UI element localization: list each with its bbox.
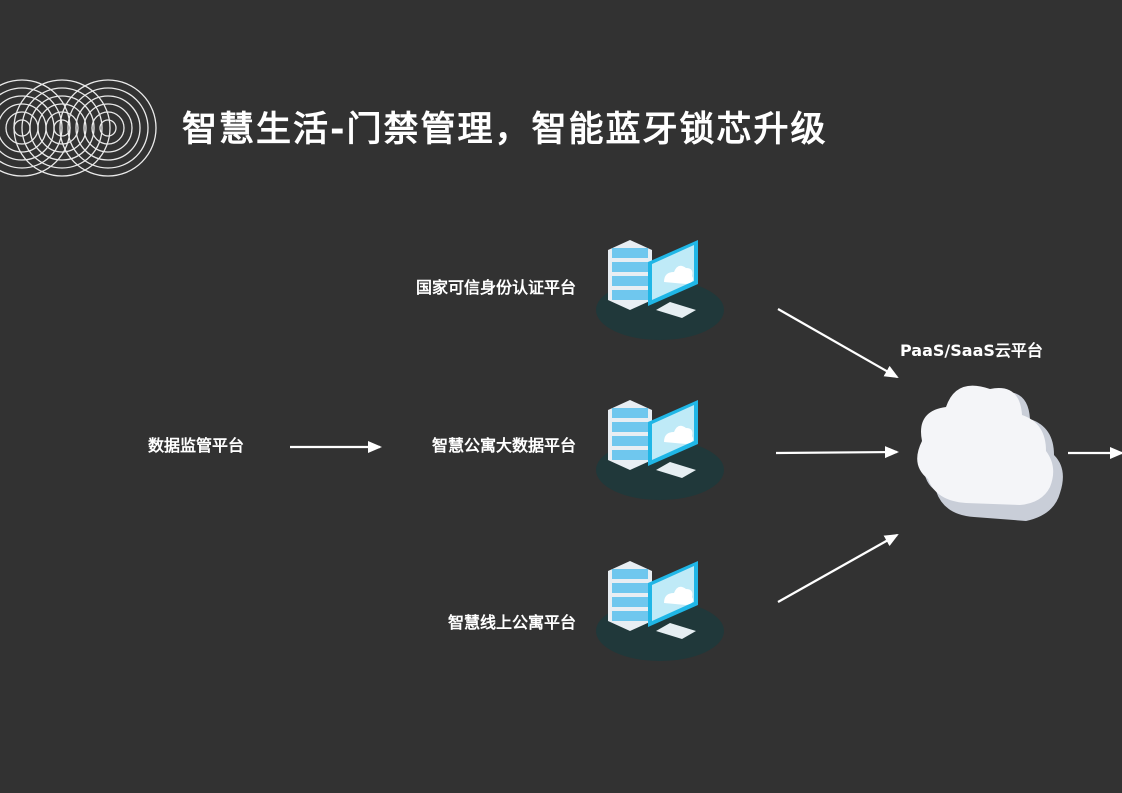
arrow-to-identity-platform [777,308,899,378]
page-title: 智慧生活-门禁管理，智能蓝牙锁芯升级 [182,110,828,150]
supervision-platform-label: 数据监管平台 [148,436,245,455]
concentric-rings-decoration [0,79,157,177]
identity-platform-label: 国家可信身份认证平台 [415,278,576,297]
server-stack-icon [608,561,652,631]
ring-group-2 [13,79,111,177]
server-monitor-icon [596,400,724,500]
arrow-to-bigdata-platform [775,446,899,459]
arrow-to-online-platform [777,534,899,603]
server-monitor-icon [596,561,724,661]
server-monitor-icon [596,240,724,340]
bigdata-platform-label: 智慧公寓大数据平台 [431,436,576,455]
online-platform-label: 智慧线上公寓平台 [447,613,576,632]
ring-group-3 [59,79,157,177]
monitor-icon [648,400,698,478]
cloud-icon [917,385,1063,521]
server-stack-icon [608,400,652,470]
server-stack-icon [608,240,652,310]
monitor-icon [648,240,698,318]
monitor-icon [648,561,698,639]
cloud-platform-label: PaaS/SaaS云平台 [900,341,1043,360]
